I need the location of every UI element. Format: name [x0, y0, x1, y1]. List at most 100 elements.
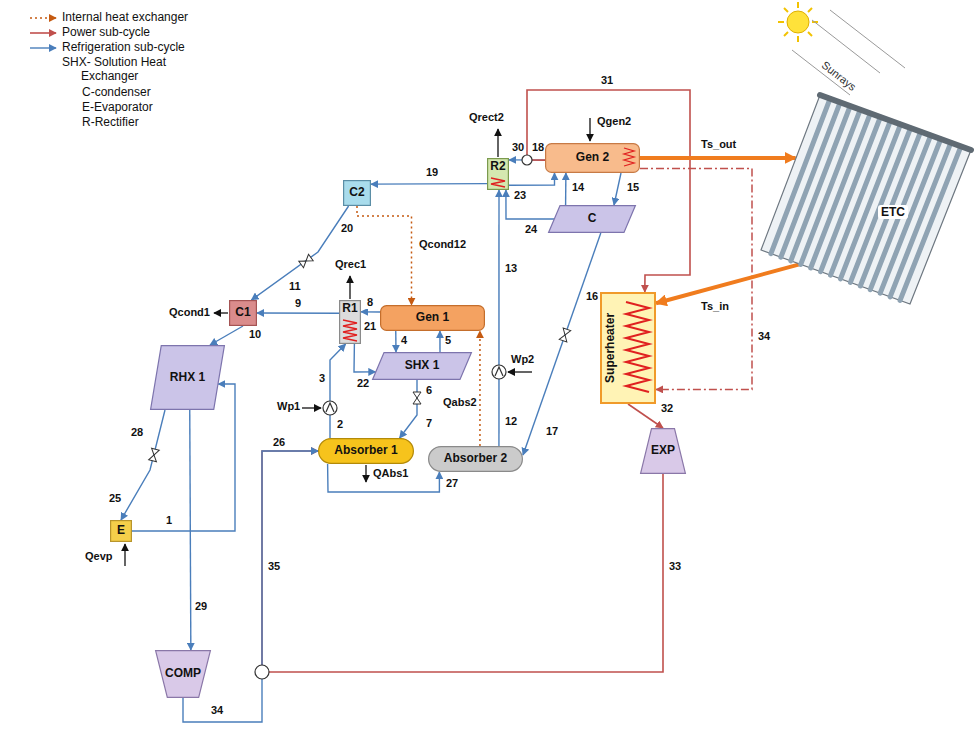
stream-label: 6 — [425, 384, 433, 397]
absorber-vessel: Absorber 2 — [428, 446, 523, 472]
stream-label: 25 — [108, 492, 122, 505]
legend-note: SHX- Solution Heat Exchanger — [62, 56, 202, 84]
flow-line — [395, 331, 397, 352]
shape-outline — [151, 346, 225, 410]
shape-outline — [761, 95, 971, 304]
text-holder: Gen 1 — [380, 305, 485, 331]
flow-line — [371, 183, 487, 185]
text-holder: E — [110, 520, 132, 542]
text-holder: R2 — [487, 158, 509, 190]
heat-exchanger: SHX 1 — [372, 352, 472, 380]
text-holder: RHX 1 — [150, 345, 225, 410]
stream-label: 12 — [504, 415, 518, 428]
shape-outline — [641, 429, 686, 474]
expansion-valve — [559, 328, 570, 342]
flow-line — [498, 190, 499, 446]
shape-part — [151, 346, 225, 410]
sun-symbol — [778, 2, 818, 42]
heat-work-arrow — [125, 118, 590, 566]
shape-outline — [230, 301, 257, 326]
flow-line — [357, 206, 412, 305]
generator-box: Gen 2 — [545, 143, 640, 173]
shape-part — [546, 144, 640, 173]
expander-symbol: EXP — [640, 428, 686, 474]
mixer-junction — [255, 665, 269, 679]
pump-symbol — [323, 401, 337, 415]
component-label: R1 — [342, 302, 357, 316]
stream-label: Qcond1 — [168, 306, 211, 319]
heat-exchanger: RHX 1 — [150, 345, 225, 410]
stream-label: Qrect2 — [468, 111, 505, 124]
text-holder: COMP — [155, 650, 211, 698]
stream-label: Ts_out — [700, 138, 737, 151]
stream-label: QAbs1 — [372, 467, 409, 480]
text-holder: SHX 1 — [372, 352, 472, 380]
component-label: ETC — [878, 205, 908, 219]
stream-label: Qcond12 — [418, 238, 467, 251]
component-label: R2 — [490, 160, 505, 174]
stream-label: 20 — [340, 222, 354, 235]
stream-label: 24 — [524, 223, 538, 236]
shape-outline — [156, 651, 211, 698]
stream-label: 5 — [444, 334, 452, 347]
heat-work-arrow — [302, 407, 321, 408]
component-label: Absorber 1 — [334, 444, 397, 458]
component-label: Gen 1 — [416, 311, 449, 325]
heat-work-arrow — [589, 118, 590, 141]
shape-outline — [319, 439, 414, 464]
legend-text: Power sub-cycle — [62, 26, 150, 40]
text-holder: Absorber 2 — [428, 446, 523, 472]
heating-coil — [343, 320, 357, 341]
component-label: C2 — [349, 186, 364, 200]
stream-label: 34 — [210, 704, 224, 717]
component-label: RHX 1 — [170, 371, 205, 385]
generator-box: Gen 1 — [380, 305, 485, 331]
shape-part — [373, 353, 472, 380]
component-box: Superheater — [600, 292, 656, 404]
flow-line — [656, 264, 800, 303]
component-label: SHX 1 — [405, 359, 440, 373]
shape-part — [230, 301, 257, 326]
expansion-valve — [299, 254, 313, 268]
absorber-vessel: Absorber 1 — [318, 438, 414, 464]
component-label: C1 — [235, 306, 250, 320]
expansion-valve — [413, 392, 421, 404]
sun-rays — [830, 10, 905, 68]
flow-line — [262, 451, 663, 672]
shape-part — [761, 95, 971, 304]
stream-label: 34 — [757, 330, 771, 343]
legend-sample — [30, 17, 56, 19]
stream-label: 13 — [504, 262, 518, 275]
heating-coil — [626, 302, 649, 392]
flow-line — [354, 344, 376, 372]
stream-label: 31 — [600, 74, 614, 87]
legend-text: Refrigeration sub-cycle — [62, 41, 185, 55]
flow-line — [190, 410, 191, 650]
flow-line — [330, 344, 346, 438]
shape-outline — [760, 90, 972, 305]
flow-line — [257, 312, 339, 314]
legend-samples — [30, 18, 56, 48]
shape-outline — [429, 447, 523, 472]
component-label: C — [588, 212, 597, 226]
stream-label: 21 — [363, 320, 377, 333]
stream-label: 11 — [288, 280, 302, 293]
shape-part — [381, 306, 485, 331]
shape-part — [344, 181, 371, 206]
flow-line — [640, 169, 752, 390]
stream-label: 8 — [366, 296, 374, 309]
compressor-symbol: COMP — [155, 650, 211, 698]
shape-outline — [340, 301, 361, 344]
component-label: COMP — [165, 667, 201, 681]
stream-label: Ts_in — [700, 300, 730, 313]
stream-label: Qrec1 — [334, 258, 367, 271]
stream-label: 18 — [531, 141, 545, 154]
text-holder: C — [548, 205, 636, 233]
shape-part — [601, 293, 655, 403]
flow-line — [210, 326, 243, 345]
legend-text: Internal heat exchanger — [62, 11, 188, 25]
component-label: Superheater — [604, 313, 618, 383]
shape-outline — [546, 144, 640, 173]
stream-label: 15 — [626, 181, 640, 194]
